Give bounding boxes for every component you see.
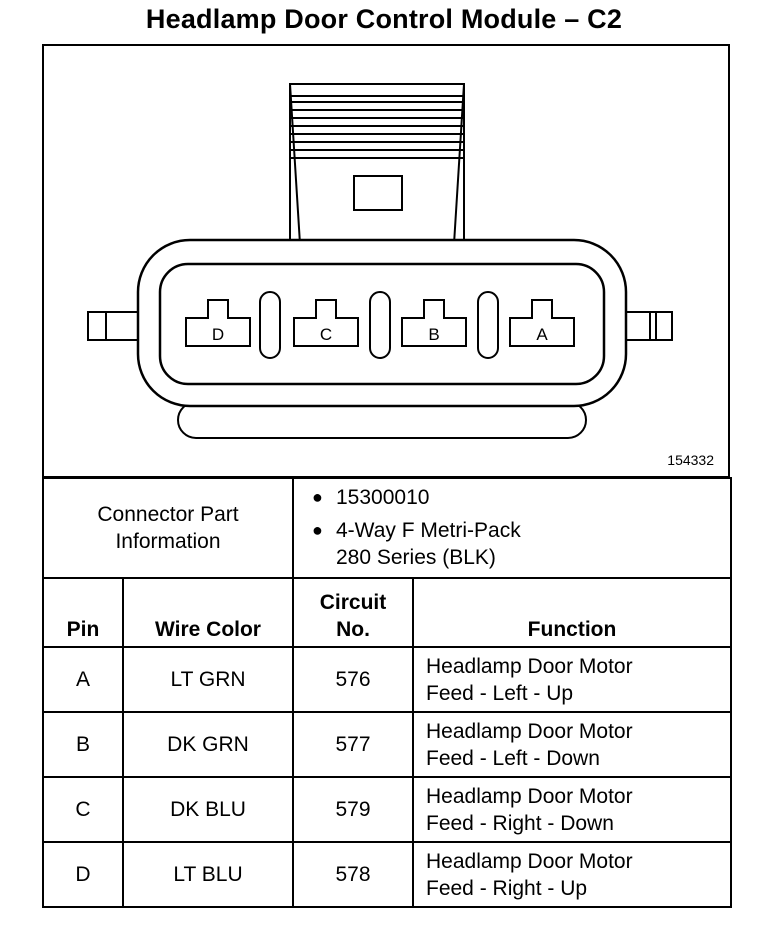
connector-info-row: Connector Part Information ● 15300010 ● … (42, 477, 732, 579)
pin-cell: A (42, 646, 124, 713)
connector-info-values: ● 15300010 ● 4-Way F Metri-Pack 280 Seri… (292, 477, 732, 579)
wire-color-cell: LT BLU (122, 841, 294, 908)
cavity-separator (369, 291, 391, 359)
connector-part-number: ● 15300010 (312, 485, 430, 509)
connector-info-label-line2: Information (115, 530, 221, 553)
table-row: A LT GRN 576 Headlamp Door Motor Feed - … (42, 646, 732, 713)
circuit-cell: 579 (292, 776, 414, 843)
figure-id: 154332 (667, 452, 714, 468)
bullet-icon: ● (312, 486, 323, 507)
connector-info-table: Connector Part Information ● 15300010 ● … (42, 477, 732, 579)
pin-label-c: C (320, 325, 332, 344)
connector-info-label: Connector Part Information (42, 477, 294, 579)
circuit-cell: 578 (292, 841, 414, 908)
wire-color-cell: LT GRN (122, 646, 294, 713)
pin-cell: C (42, 776, 124, 843)
pin-cell: B (42, 711, 124, 778)
table-row: C DK BLU 579 Headlamp Door Motor Feed - … (42, 776, 732, 843)
header-pin: Pin (42, 577, 124, 648)
function-cell: Headlamp Door Motor Feed - Left - Up (412, 646, 732, 713)
pin-cell: D (42, 841, 124, 908)
function-cell: Headlamp Door Motor Feed - Left - Down (412, 711, 732, 778)
pin-table: Pin Wire Color Circuit No. Function A LT… (42, 577, 732, 908)
cavity-separator (259, 291, 281, 359)
table-row: D LT BLU 578 Headlamp Door Motor Feed - … (42, 841, 732, 908)
table-row: B DK GRN 577 Headlamp Door Motor Feed - … (42, 711, 732, 778)
page-title: Headlamp Door Control Module – C2 (145, 4, 623, 34)
connector-drawing: D C B A (87, 83, 673, 439)
header-function: Function (412, 577, 732, 648)
header-wire-color: Wire Color (122, 577, 294, 648)
connector-latch (289, 83, 465, 245)
bullet-icon: ● (312, 519, 323, 540)
pin-label-a: A (536, 325, 548, 344)
connector-type: ● 4-Way F Metri-Pack 280 Series (BLK) (312, 518, 521, 569)
circuit-cell: 577 (292, 711, 414, 778)
pin-label-b: B (428, 325, 439, 344)
pin-label-d: D (212, 325, 224, 344)
pin-cavity-c (293, 299, 359, 347)
function-cell: Headlamp Door Motor Feed - Right - Down (412, 776, 732, 843)
connector-info-label-line1: Connector Part (97, 503, 239, 526)
function-cell: Headlamp Door Motor Feed - Right - Up (412, 841, 732, 908)
pin-cavity-b (401, 299, 467, 347)
connector-diagram: D C B A 154332 (42, 44, 730, 478)
wire-color-cell: DK BLU (122, 776, 294, 843)
circuit-cell: 576 (292, 646, 414, 713)
wire-color-cell: DK GRN (122, 711, 294, 778)
connector-side-tab-left (87, 311, 139, 341)
pin-table-header: Pin Wire Color Circuit No. Function (42, 577, 732, 648)
header-circuit: Circuit No. (292, 577, 414, 648)
cavity-separator (477, 291, 499, 359)
connector-bottom-rail (177, 401, 587, 439)
connector-side-tab-right (625, 311, 673, 341)
pin-cavity-d (185, 299, 251, 347)
pin-cavity-a (509, 299, 575, 347)
